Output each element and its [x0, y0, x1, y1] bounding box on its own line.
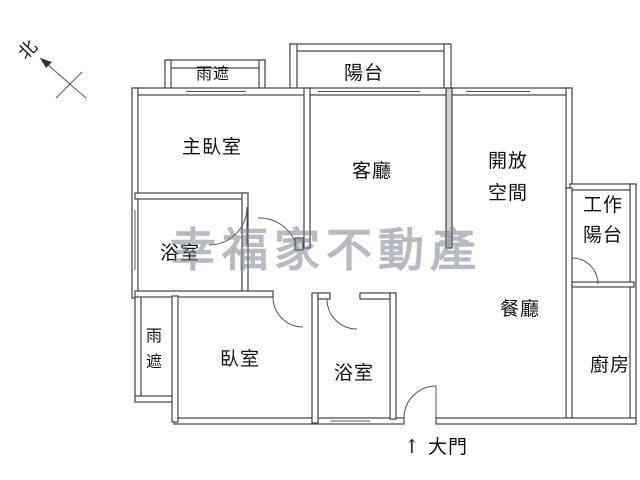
room-open-space-line2: 空間: [488, 182, 529, 204]
room-kitchen: 廚房: [590, 354, 631, 376]
entrance-label: 大門: [428, 436, 469, 458]
room-bedroom: 臥室: [220, 348, 261, 370]
room-rain-shelter-left-line1: 雨: [146, 326, 164, 345]
room-rain-shelter-left-line2: 遮: [146, 352, 164, 371]
room-bathroom-1: 浴室: [160, 242, 201, 264]
north-arrow-icon: [39, 57, 87, 99]
room-work-balcony-line1: 工作: [583, 194, 624, 216]
room-balcony: 陽台: [344, 62, 385, 84]
room-dining-room: 餐廳: [500, 298, 541, 320]
room-bathroom-2: 浴室: [334, 362, 375, 384]
outer-top-wall: [131, 87, 573, 96]
room-living-room: 客廳: [352, 160, 393, 182]
internal-walls: [134, 87, 599, 424]
room-work-balcony-line2: 陽台: [583, 224, 624, 246]
entrance-arrow-icon: ↑: [404, 436, 421, 458]
rain-shelter-top-walls: [164, 59, 266, 91]
watermark: 幸福家不動產: [170, 223, 482, 277]
room-rain-shelter-top: 雨遮: [196, 64, 231, 83]
room-master-bedroom: 主臥室: [182, 136, 243, 158]
room-open-space-line1: 開放: [488, 150, 529, 172]
outer-right-wall: [565, 87, 637, 425]
outer-bottom-wall: [134, 395, 637, 425]
outer-left-wall: [131, 87, 142, 401]
